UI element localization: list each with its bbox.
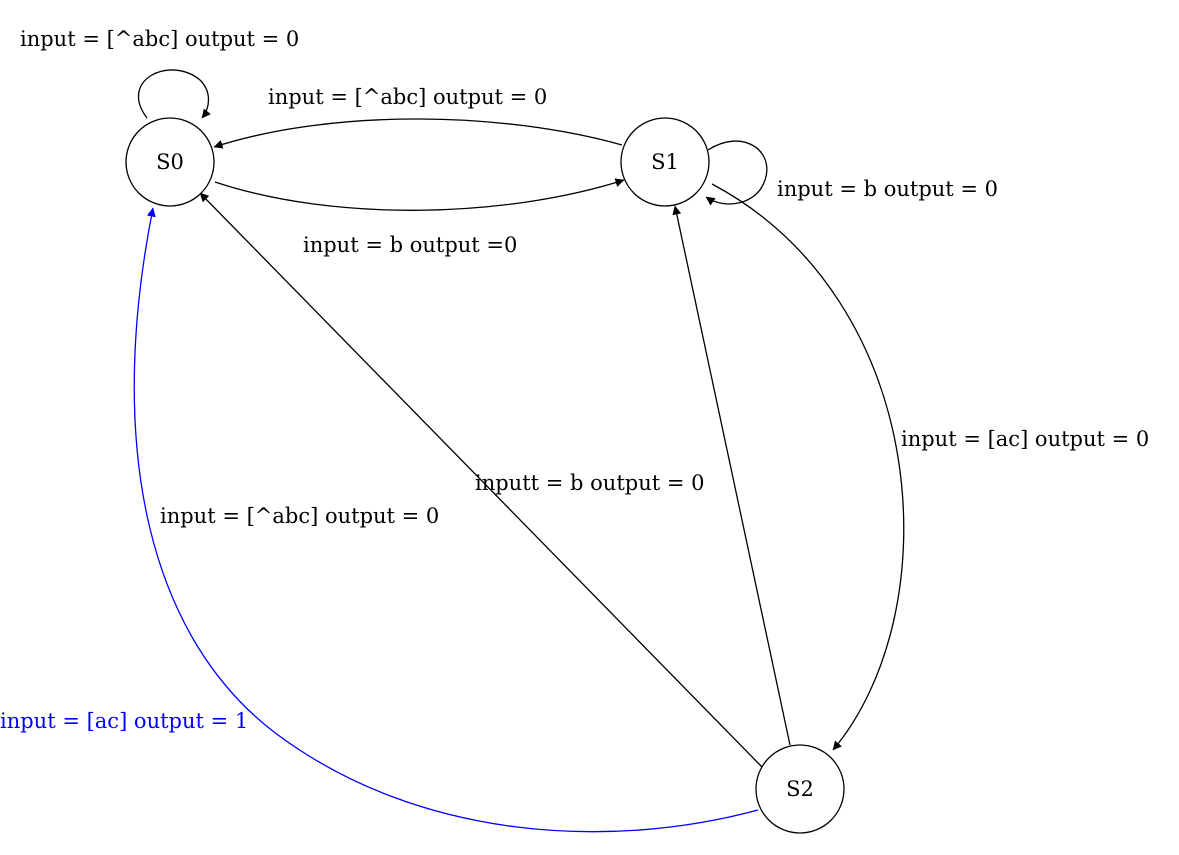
edge-s2-to-s0[interactable] [199, 192, 763, 768]
label-s1-to-s0: input = [^abc] output = 0 [268, 85, 547, 109]
state-s0[interactable]: S0 [125, 117, 215, 207]
edge-s1-to-s2[interactable] [711, 183, 905, 751]
edge-s0-self[interactable] [137, 69, 211, 119]
state-s0-circle[interactable] [125, 117, 215, 207]
label-s2-to-s0-blue: input = [ac] output = 1 [0, 709, 248, 733]
edge-s2-to-s0-blue[interactable] [133, 207, 759, 833]
label-s0-self: input = [^abc] output = 0 [20, 27, 299, 51]
edge-s1-to-s0[interactable] [213, 118, 623, 149]
label-s0-to-s1: input = b output =0 [303, 233, 517, 257]
state-s2-label: S2 [786, 777, 814, 801]
state-s1-label: S1 [651, 150, 679, 174]
state-s1[interactable]: S1 [620, 117, 710, 207]
state-s2[interactable]: S2 [755, 744, 845, 834]
label-s2-to-s1: inputt = b output = 0 [475, 471, 704, 495]
states: S0 S1 S2 [125, 117, 845, 834]
edges [133, 69, 905, 833]
label-s1-to-s2: input = [ac] output = 0 [901, 427, 1149, 451]
label-s2-to-s0: input = [^abc] output = 0 [160, 504, 439, 528]
state-s2-circle[interactable] [755, 744, 845, 834]
edge-s0-to-s1[interactable] [214, 178, 625, 211]
edge-labels: input = [^abc] output = 0 input = [^abc]… [0, 27, 1149, 733]
state-s0-label: S0 [156, 150, 184, 174]
edge-s2-to-s1[interactable] [672, 205, 791, 746]
label-s1-self: input = b output = 0 [777, 177, 998, 201]
edge-s1-self[interactable] [705, 140, 768, 206]
state-s1-circle[interactable] [620, 117, 710, 207]
